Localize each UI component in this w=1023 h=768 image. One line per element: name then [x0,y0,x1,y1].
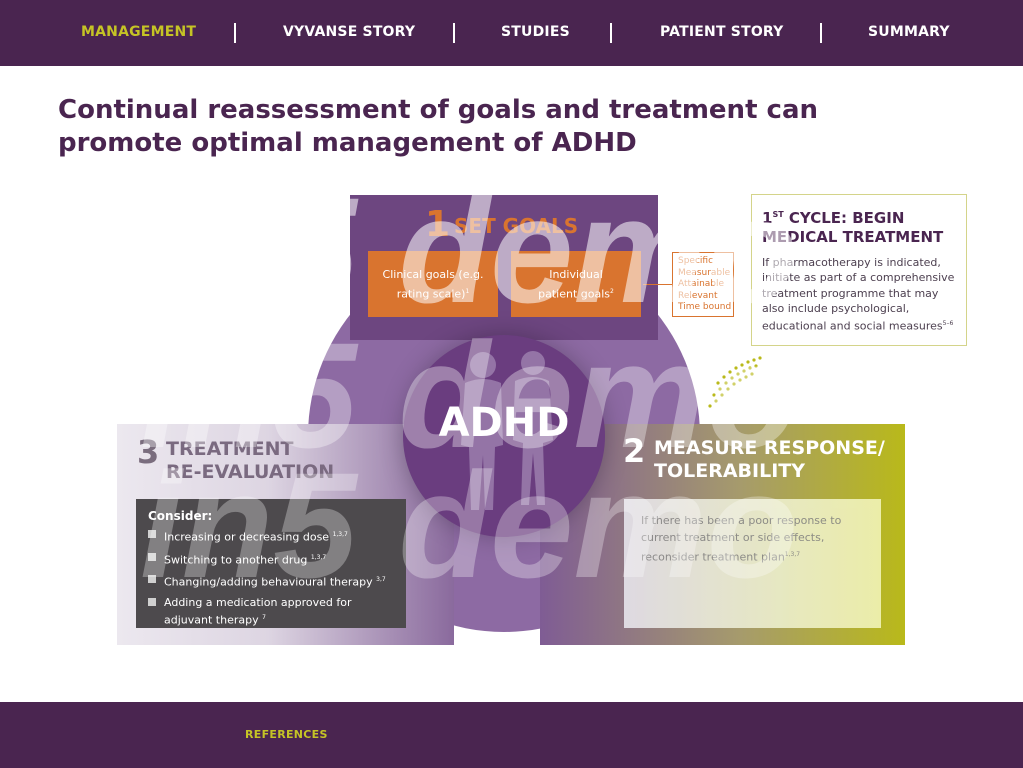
nav-tab-management[interactable]: MANAGEMENT [81,24,197,40]
first-cycle-body: If pharmacotherapy is indicated, initiat… [762,256,955,333]
re-evaluation-title: TREATMENT RE-EVALUATION [166,438,335,483]
list-item: Adding a medication approved for adjuvan… [148,595,394,628]
reference-marker: 1,3,7 [310,553,327,561]
first-cycle-title: 1ST CYCLE: BEGIN MEDICAL TREATMENT [762,209,944,246]
step-number-3: 3 [137,433,160,471]
list-item: Increasing or decreasing dose 1,3,7 [148,527,394,545]
nav-tab-summary[interactable]: SUMMARY [868,24,950,40]
reference-marker: 1 [465,287,470,295]
nav-tab-studies[interactable]: STUDIES [501,24,570,40]
measure-response-box: If there has been a poor response to cur… [624,499,881,628]
patients-silhouette-icon [461,351,553,510]
smart-item: Specific [678,256,714,266]
top-navigation: MANAGEMENT VYVANSE STORY STUDIES PATIENT… [0,0,1023,66]
patient-goals-text: Individual patient goals [538,267,611,301]
measure-response-title: MEASURE RESPONSE/ TOLERABILITY [654,437,885,482]
nav-divider [234,23,236,43]
smart-item: Measurable [678,267,731,278]
list-item: Switching to another drug 1,3,7 [148,550,394,568]
watermark: in5 demo [140,441,799,609]
adhd-label: ADHD [438,400,570,446]
nav-tab-patient-story[interactable]: PATIENT STORY [660,24,784,40]
reference-marker: 2 [610,287,614,295]
step-number-1: 1 [425,204,451,245]
nav-divider [453,23,455,43]
clinical-goals-box: Clinical goals (e.g. rating scale)1 [368,251,498,317]
references-button[interactable]: REFERENCES [245,728,328,741]
patient-goals-box: Individual patient goals2 [511,251,641,317]
step-number-2: 2 [623,432,646,470]
nav-divider [610,23,612,43]
watermark: in5 demo [140,311,799,479]
smart-item: Attainable [678,279,725,289]
list-item: Changing/adding behavioural therapy 3,7 [148,572,394,590]
page-title: Continual reassessment of goals and trea… [58,95,819,158]
bullet-icon [148,597,156,606]
nav-tab-vyvanse-story[interactable]: VYVANSE STORY [283,24,416,40]
reference-marker: 3,7 [376,576,386,584]
dotted-arrow-icon [708,356,762,408]
reference-marker: 5–6 [942,320,954,328]
consider-box: Consider: Increasing or decreasing dose … [136,499,406,628]
bullet-icon [148,552,156,561]
reference-marker: 1,3,7 [332,531,348,538]
bullet-icon [148,530,156,538]
bullet-icon [148,575,156,584]
consider-title: Consider: [148,509,213,523]
clinical-goals-text: Clinical goals (e.g. rating scale) [382,267,484,301]
reference-marker: 1,3,7 [784,551,801,558]
set-goals-title: SET GOALS [454,214,579,238]
connector-line [643,284,672,285]
adhd-center-circle [403,335,605,537]
smart-item: Relevant [678,290,718,301]
reference-marker: 7 [262,613,266,621]
smart-item: Time bound [678,302,732,312]
nav-divider [820,23,822,43]
bottom-bar [0,702,1023,768]
watermark: in5 demo [140,166,799,334]
smart-criteria-box: Specific Measurable Attainable Relevant … [672,252,734,317]
first-cycle-callout: 1ST CYCLE: BEGIN MEDICAL TREATMENT If ph… [751,194,967,346]
